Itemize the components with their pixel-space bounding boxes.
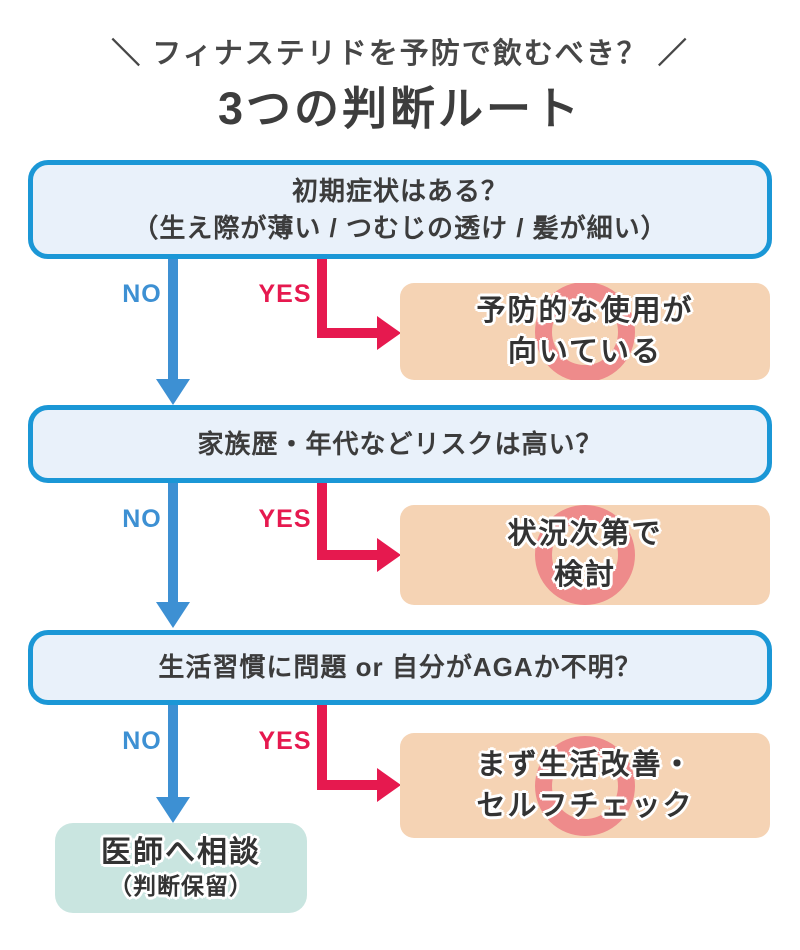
no-arrow-line-2 <box>168 483 178 604</box>
yes-arrow-head-2 <box>377 538 401 572</box>
result-2-line1: 状況次第で <box>507 518 663 550</box>
question-box-2: 家族歴・年代などリスクは高い？ <box>28 405 772 483</box>
question-1-line2: （生え際が薄い / つむじの透け / 髪が細い） <box>132 212 668 243</box>
yes-arrow-vline-2 <box>317 483 327 560</box>
question-box-3: 生活習慣に問題 or 自分がAGAか不明？ <box>28 630 772 705</box>
final-line2: （判断保留） <box>109 873 253 899</box>
final-box-doctor-consult: 医師へ相談 （判断保留） <box>55 823 307 913</box>
no-label-2: NO <box>122 505 162 533</box>
question-2-line1: 家族歴・年代などリスクは高い？ <box>197 428 603 459</box>
yes-label-1: YES <box>258 280 312 308</box>
no-arrow-head-1 <box>156 379 190 405</box>
result-1-line1: 予防的な使用が <box>476 294 694 327</box>
result-1-line2: 向いている <box>507 335 663 368</box>
yes-arrow-hline-2 <box>317 550 377 560</box>
page-title: 3つの判断ルート <box>217 83 583 134</box>
page-subtitle: ＼ フィナステリドを予防で飲むべき？ ／ <box>111 38 689 70</box>
final-line1: 医師へ相談 <box>101 836 261 869</box>
no-label-1: NO <box>122 280 162 308</box>
yes-arrow-head-3 <box>377 768 401 802</box>
no-arrow-line-1 <box>168 259 178 381</box>
result-2-line2: 検討 <box>553 559 616 591</box>
no-arrow-head-3 <box>156 797 190 823</box>
question-1-line1: 初期症状はある？ <box>291 175 508 206</box>
yes-arrow-hline-1 <box>317 328 377 338</box>
yes-arrow-hline-3 <box>317 780 377 790</box>
result-box-3: まず生活改善・ セルフチェック <box>400 733 770 838</box>
no-arrow-line-3 <box>168 705 178 797</box>
yes-label-2: YES <box>258 505 312 533</box>
result-3-line1: まず生活改善・ <box>476 748 694 781</box>
result-box-1: 予防的な使用が 向いている <box>400 283 770 380</box>
question-box-1: 初期症状はある？ （生え際が薄い / つむじの透け / 髪が細い） <box>28 160 772 259</box>
no-label-3: NO <box>122 727 162 755</box>
yes-arrow-head-1 <box>377 316 401 350</box>
yes-label-3: YES <box>258 727 312 755</box>
yes-arrow-vline-3 <box>317 705 327 790</box>
no-arrow-head-2 <box>156 602 190 628</box>
question-3-line1: 生活習慣に問題 or 自分がAGAか不明？ <box>158 652 642 682</box>
result-box-2: 状況次第で 検討 <box>400 505 770 605</box>
yes-arrow-vline-1 <box>317 259 327 338</box>
result-3-line2: セルフチェック <box>476 789 694 822</box>
